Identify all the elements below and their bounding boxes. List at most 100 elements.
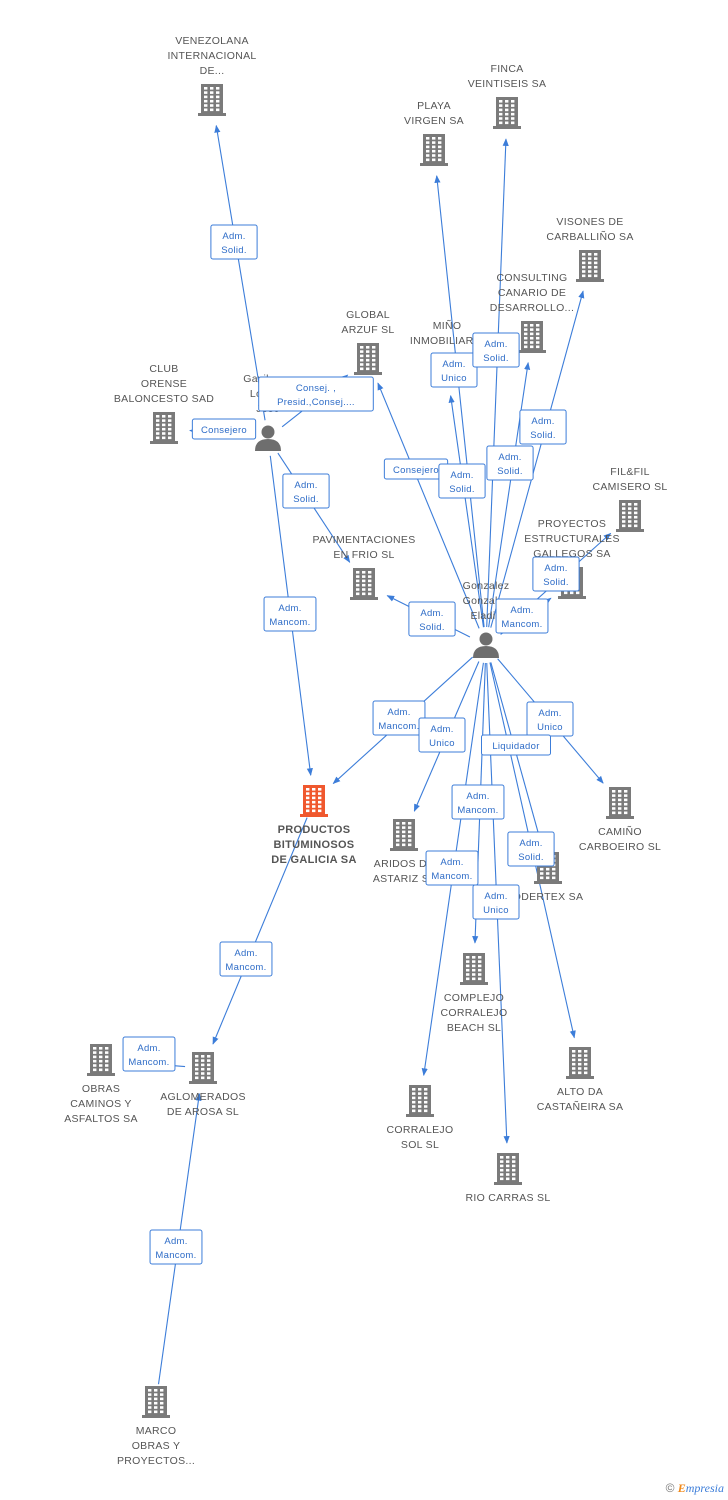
building-icon	[142, 1386, 170, 1418]
edge-label[interactable]: Adm.Unico	[418, 717, 466, 753]
edge-label[interactable]: Adm.Solid.	[282, 473, 330, 509]
node-label-line: INTERNACIONAL	[167, 50, 256, 62]
node-label-line: CASTAÑEIRA SA	[537, 1100, 624, 1113]
node-label-line: FIL&FIL	[610, 466, 649, 478]
edge-label[interactable]: Adm.Unico	[472, 884, 520, 920]
node-label-line: CARBOEIRO SL	[579, 841, 661, 853]
edge-label[interactable]: Adm.Solid.	[532, 556, 580, 592]
edge-label[interactable]: Adm.Unico	[526, 701, 574, 737]
edge-label-text: Presid.,Consej....	[277, 397, 355, 408]
building-icon	[494, 1153, 522, 1185]
edge-label-text: Adm.	[222, 231, 245, 242]
edge-label[interactable]: Adm.Mancom.	[372, 700, 426, 736]
node-label-line: AGLOMERADOS	[160, 1091, 246, 1103]
edge-label-text: Consejero	[393, 465, 439, 476]
edge-label[interactable]: Adm.Solid.	[408, 601, 456, 637]
node-label-line: CORRALEJO	[441, 1007, 508, 1019]
footer-brand[interactable]: © Empresia	[666, 1481, 724, 1496]
node-label-line: PROYECTOS	[538, 518, 606, 530]
node-label-line: ASFALTOS SA	[64, 1113, 138, 1125]
building-icon	[150, 412, 178, 444]
edge-label[interactable]: Adm.Mancom.	[149, 1229, 203, 1265]
edge-label-text: Unico	[441, 373, 467, 384]
node-label-line: BITUMINOSOS	[274, 839, 355, 851]
node-label-line: MARCO	[136, 1425, 177, 1437]
edge-label[interactable]: Adm.Mancom.	[495, 598, 549, 634]
edge-label-text: Adm.	[498, 452, 521, 463]
node-label-line: CORRALEJO	[387, 1124, 454, 1136]
edge-gonzalez-global	[377, 382, 480, 629]
edge-label[interactable]: Adm. Solid.	[210, 224, 258, 260]
node-venezolana[interactable]: VENEZOLANAINTERNACIONALDE...	[167, 35, 256, 116]
node-label-line: VENEZOLANA	[175, 35, 249, 47]
node-label-line: DE AROSA SL	[167, 1106, 239, 1118]
node-label-line: BEACH SL	[447, 1022, 501, 1034]
edge-label-text: Solid.	[221, 245, 247, 256]
edge-label[interactable]: Adm.Mancom.	[219, 941, 273, 977]
node-label-line: Eladio	[471, 610, 502, 622]
building-icon	[606, 787, 634, 819]
edge-label[interactable]: Adm.Mancom.	[451, 784, 505, 820]
edge-label[interactable]: Adm.Unico	[430, 352, 478, 388]
edge-label[interactable]: Consejero	[383, 458, 449, 480]
node-label-line: EN FRIO SL	[333, 549, 394, 561]
edge-label-text: Mancom.	[501, 619, 542, 630]
building-icon	[566, 1047, 594, 1079]
node-label-line: BALONCESTO SAD	[114, 393, 214, 405]
building-icon	[198, 84, 226, 116]
edge-label[interactable]: Adm.Mancom.	[425, 850, 479, 886]
edge-label-text: Adm.	[519, 838, 542, 849]
edge-gonzalez-mino	[448, 394, 485, 628]
edge-label[interactable]: Consej. ,Presid.,Consej....	[258, 376, 374, 412]
nodes-layer: VENEZOLANAINTERNACIONALDE...FINCAVEINTIS…	[64, 35, 667, 1467]
node-aglomerados[interactable]: AGLOMERADOS DE AROSA SL	[160, 1052, 246, 1118]
edge-label[interactable]: Adm.Mancom.	[122, 1036, 176, 1072]
node-label-line: CONSULTING	[496, 272, 567, 284]
node-rio[interactable]: RIO CARRAS SL	[465, 1153, 550, 1204]
edge-label-text: Adm.	[538, 708, 561, 719]
node-label-line: COMPLEJO	[444, 992, 504, 1004]
edge-label[interactable]: Adm.Solid.	[472, 332, 520, 368]
edge-label-text: Unico	[483, 905, 509, 916]
node-label-line: DESARROLLO...	[490, 302, 574, 314]
building-icon	[460, 953, 488, 985]
edge-label[interactable]: Liquidador	[481, 734, 551, 756]
edge-label[interactable]: Adm.Mancom.	[263, 596, 317, 632]
edge-label[interactable]: Consejero	[191, 418, 257, 440]
node-consulting[interactable]: CONSULTING CANARIO DE DESARROLLO...	[490, 272, 574, 353]
edge-label-text: Solid.	[419, 622, 445, 633]
node-label-line: ESTRUCTURALES	[524, 533, 620, 545]
edge-label[interactable]: Adm.Solid.	[507, 831, 555, 867]
edge-label[interactable]: Adm.Solid.	[486, 445, 534, 481]
node-complejo[interactable]: COMPLEJO CORRALEJO BEACH SL	[441, 953, 508, 1034]
node-label-line: VISONES DE	[556, 216, 623, 228]
building-icon	[300, 785, 328, 817]
edge-label-text: Consejero	[201, 425, 247, 436]
node-label-line: CANARIO DE	[498, 287, 566, 299]
node-label-line: PLAYA	[417, 100, 451, 112]
edge-label[interactable]: Adm.Solid.	[519, 409, 567, 445]
edge-label-text: Adm.	[430, 724, 453, 735]
edge-label-text: Liquidador	[492, 741, 539, 752]
building-icon	[420, 134, 448, 166]
node-label-line: ASTARIZ SL	[373, 873, 435, 885]
node-label-line: ODERTEX SA	[513, 891, 584, 903]
brand-name: mpresia	[685, 1481, 724, 1495]
edge-label-text: Adm.	[484, 339, 507, 350]
edge-label[interactable]: Adm.Solid.	[438, 463, 486, 499]
